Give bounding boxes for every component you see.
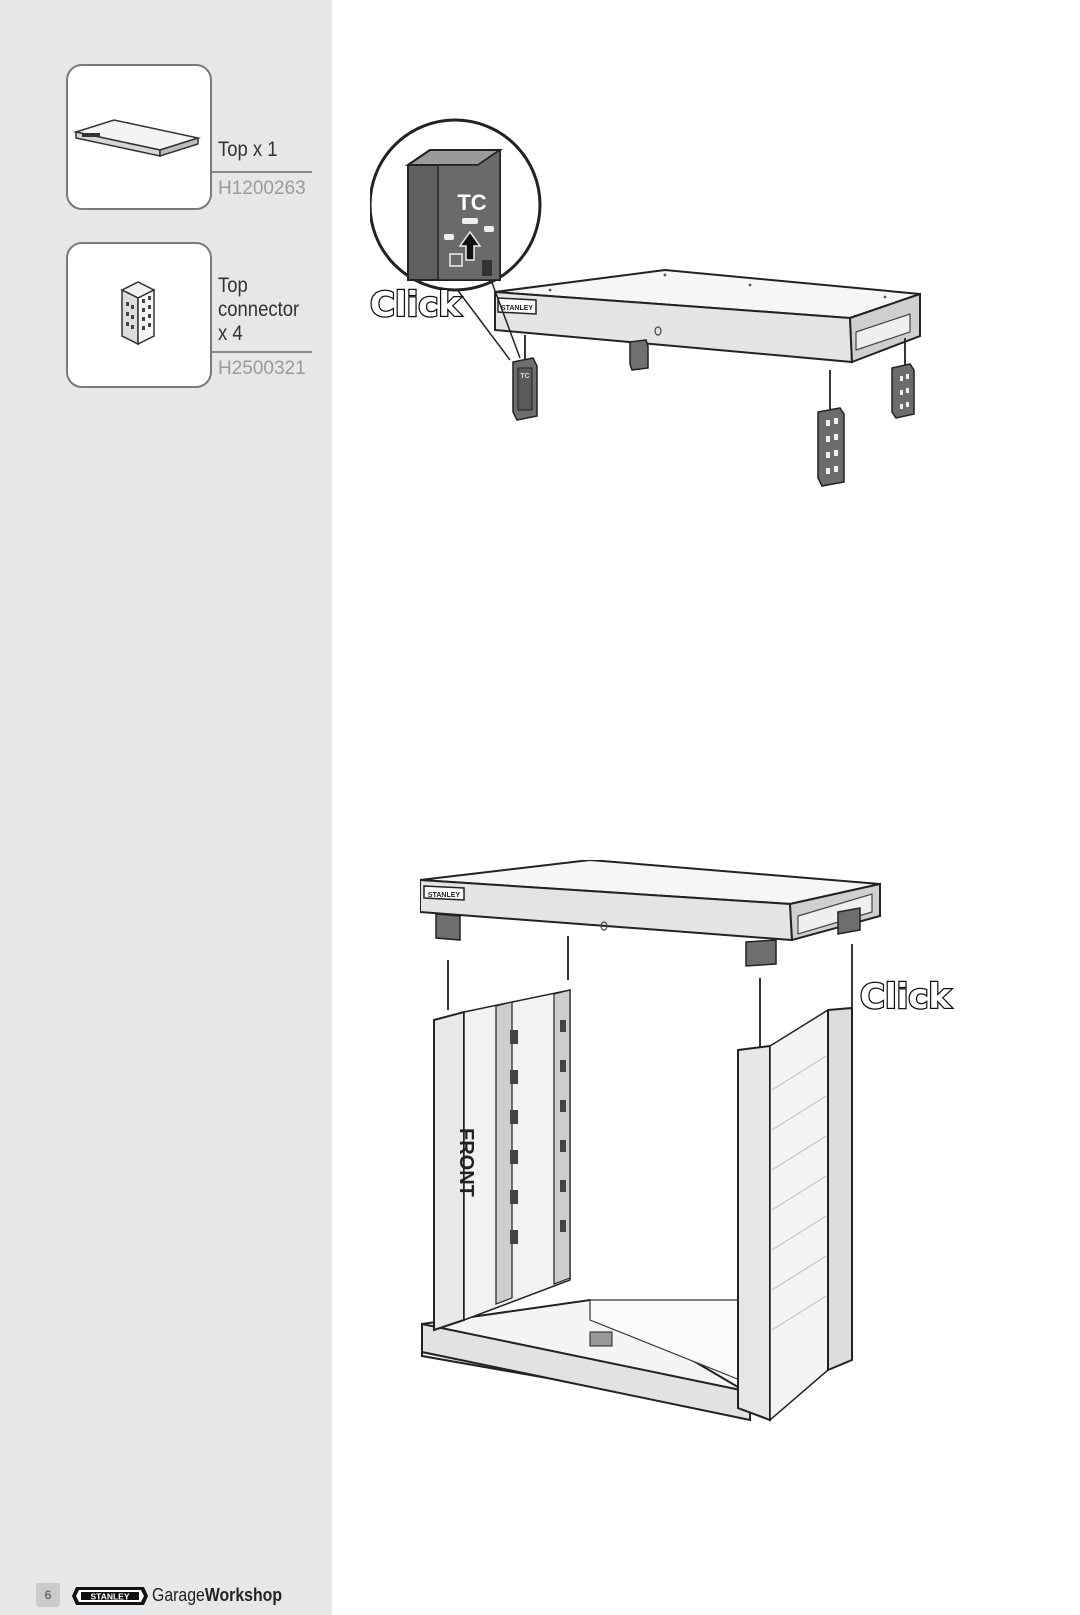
part-divider — [212, 171, 312, 173]
top-panel-icon — [73, 119, 201, 158]
part-name-top: Top x 1 — [218, 138, 278, 161]
parts-sidebar: Top x 1 H1200263 Top connector x 4 H2500… — [0, 0, 332, 1615]
top-panel: STANLEY — [494, 268, 921, 364]
logo-text: STANLEY — [90, 1592, 129, 1602]
top-connector-front-left: TC — [512, 357, 538, 421]
step1-illustration: STANLEY TC TC Click — [370, 118, 921, 487]
product-title-bold: Workshop — [204, 1585, 282, 1605]
cabinet-base — [421, 1298, 762, 1422]
top-connector-front-right — [817, 407, 845, 487]
part-card-top — [66, 64, 212, 210]
brand-tag: STANLEY — [501, 305, 533, 312]
product-title: GarageWorkshop — [152, 1585, 282, 1606]
top-connector-icon — [120, 281, 156, 346]
top-connector-back-right — [891, 363, 915, 419]
part-name-line: Top — [218, 274, 248, 297]
part-name-line: x 4 — [218, 322, 243, 345]
top-panel-assembled: STANLEY — [420, 860, 881, 967]
click-label-step2: Click — [860, 977, 952, 1017]
callout-magnifier: TC — [370, 118, 542, 361]
step2-illustration: STANLEY Click FRONT — [420, 860, 954, 1422]
front-label: FRONT — [455, 1128, 477, 1197]
product-title-light: Garage — [152, 1585, 205, 1605]
callout-tc-label: TC — [457, 190, 486, 215]
part-name-line: connector — [218, 298, 300, 321]
connector-label: TC — [520, 373, 529, 380]
attached-connector — [837, 907, 861, 935]
part-card-top-connector — [66, 242, 212, 388]
page-number: 6 — [36, 1583, 60, 1607]
part-divider — [212, 351, 312, 353]
alignment-lines — [524, 335, 906, 410]
click-label-step1: Click — [370, 285, 462, 325]
part-code-top: H1200263 — [218, 178, 306, 199]
attached-connector — [435, 913, 461, 941]
brand-tag: STANLEY — [428, 892, 460, 899]
alignment-lines — [447, 936, 853, 1050]
left-side-panel: FRONT — [433, 989, 571, 1332]
top-connector-back-left — [629, 339, 649, 371]
right-side-panel — [737, 1006, 853, 1422]
attached-connector — [745, 939, 777, 967]
part-name-top-connector: Top connector x 4 — [218, 274, 302, 346]
part-code-top-connector: H2500321 — [218, 358, 306, 379]
stanley-logo: STANLEY — [72, 1587, 148, 1605]
